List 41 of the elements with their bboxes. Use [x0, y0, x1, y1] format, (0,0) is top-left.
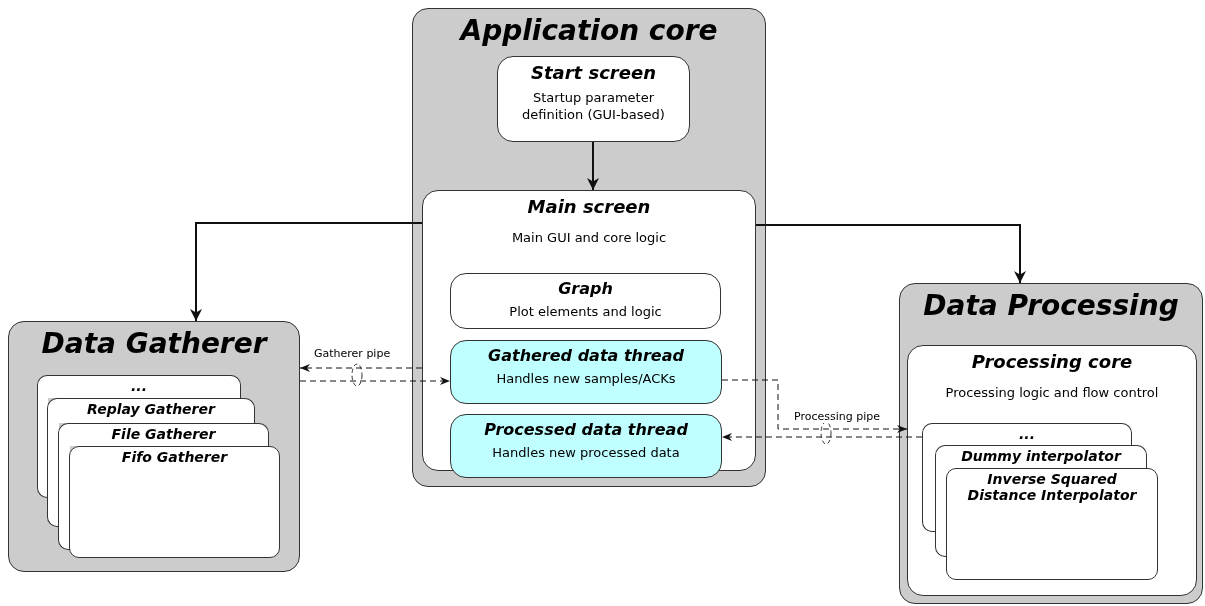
edge-label: Gatherer pipe — [312, 347, 393, 360]
group-title: Application core — [458, 15, 719, 48]
thread-title: Processed data thread — [483, 421, 689, 440]
arrow — [299, 364, 423, 372]
group-panel — [8, 321, 300, 572]
card-title: Processing core — [970, 352, 1134, 373]
stacked-card — [946, 468, 1158, 580]
card-title: Start screen — [530, 63, 657, 84]
stacked-card — [69, 446, 280, 558]
group-panel — [899, 283, 1203, 604]
arrow — [190, 222, 423, 322]
group-title: Data Gatherer — [40, 328, 269, 361]
card-title: Replay Gatherer — [86, 401, 217, 418]
module-box — [497, 56, 690, 142]
card-title: ... — [1018, 426, 1036, 443]
edge-label: Processing pipe — [792, 410, 883, 423]
arrow — [587, 141, 599, 191]
thread-box — [450, 340, 722, 404]
card-title: Inverse Squared Distance Interpolator — [966, 471, 1138, 504]
thread-title: Gathered data thread — [487, 347, 685, 366]
thread-box — [450, 414, 722, 478]
description-text: Plot elements and logic — [508, 303, 663, 322]
description-text: Handles new processed data — [491, 444, 681, 463]
group-title: Data Processing — [922, 290, 1180, 323]
description-text: Processing logic and flow control — [944, 383, 1160, 402]
card-title: ... — [130, 378, 148, 395]
group-panel — [412, 8, 766, 487]
arrow — [299, 377, 451, 385]
description-text: Handles new samples/ACKs — [495, 370, 677, 389]
card-title: Main screen — [526, 197, 652, 218]
description-text: Main GUI and core logic — [510, 228, 668, 247]
card-title: File Gatherer — [110, 426, 217, 443]
description-text: Startup parameter definition (GUI-based) — [521, 88, 666, 124]
arrow — [721, 379, 908, 433]
module-box — [450, 273, 721, 329]
card-title: Fifo Gatherer — [120, 449, 229, 466]
card-title: Graph — [557, 280, 614, 299]
card-title: Dummy interpolator — [960, 448, 1123, 465]
arrow — [721, 433, 923, 441]
arrow — [755, 224, 1026, 284]
module-box — [907, 345, 1197, 596]
